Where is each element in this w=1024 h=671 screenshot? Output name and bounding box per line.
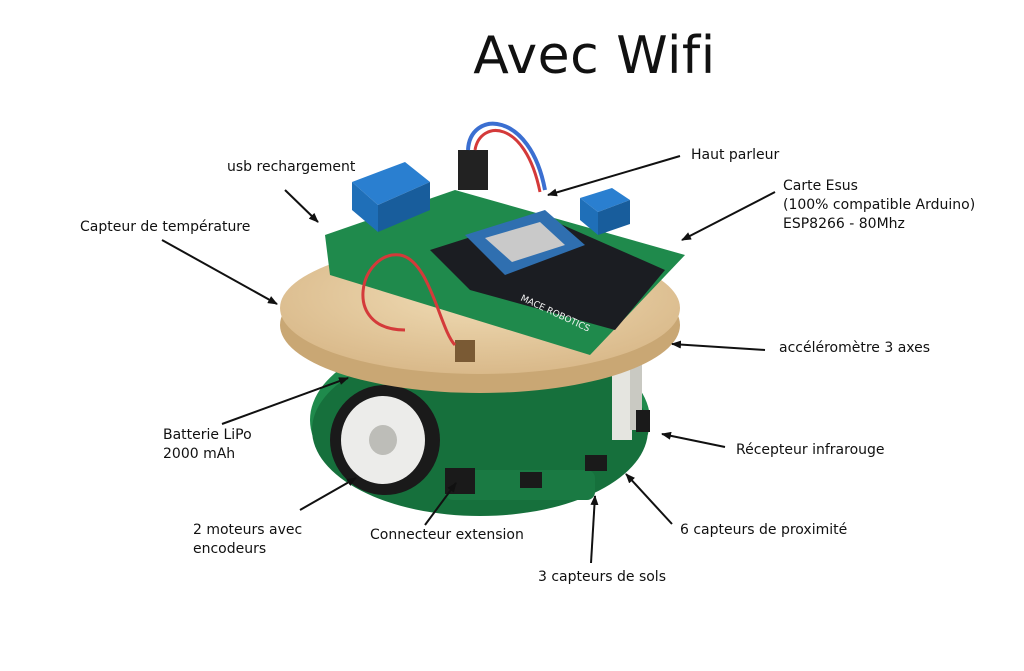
arrow-usb xyxy=(284,189,319,223)
wire-loop xyxy=(361,253,457,347)
arrow-extension xyxy=(424,482,457,526)
arrow-accel xyxy=(671,340,766,351)
arrow-proximity xyxy=(625,473,673,525)
extension-connector xyxy=(445,468,475,494)
wire-red xyxy=(473,129,542,193)
floor-sensor-2 xyxy=(585,455,607,471)
floor-sensor-1 xyxy=(520,472,542,488)
label-ir-receiver: Récepteur infrarouge xyxy=(736,442,885,458)
header-pins xyxy=(458,150,488,190)
label-esus-board: Carte Esus (100% compatible Arduino) ESP… xyxy=(783,178,976,232)
wheel xyxy=(330,385,440,495)
arrow-ir xyxy=(661,431,726,448)
label-temperature-sensor: Capteur de température xyxy=(80,219,251,235)
label-extension-connector: Connecteur extension xyxy=(370,527,524,543)
arrow-battery xyxy=(221,377,349,425)
label-accelerometer: accéléromètre 3 axes xyxy=(779,340,931,356)
arrow-esus xyxy=(681,191,776,241)
label-speaker: Haut parleur xyxy=(691,147,780,163)
arrow-speaker xyxy=(547,155,681,197)
label-proximity-sensors: 6 capteurs de proximité xyxy=(680,522,848,538)
page-title: Avec Wifi xyxy=(473,26,716,86)
label-motors: 2 moteurs avec encodeurs xyxy=(193,522,303,557)
arrows xyxy=(161,155,776,564)
standoff-left xyxy=(612,365,632,440)
label-battery: Batterie LiPo 2000 mAh xyxy=(163,427,252,462)
arrow-motors xyxy=(299,477,357,511)
arrow-floor xyxy=(590,495,599,564)
ir-receiver xyxy=(636,410,650,432)
terminal-block-right xyxy=(580,188,630,235)
arrow-temp xyxy=(161,239,278,305)
label-usb-rechargement: usb rechargement xyxy=(227,159,356,175)
terminal-block-left xyxy=(352,162,430,232)
label-floor-sensors: 3 capteurs de sols xyxy=(538,569,666,585)
wire-blue-red xyxy=(466,121,547,191)
